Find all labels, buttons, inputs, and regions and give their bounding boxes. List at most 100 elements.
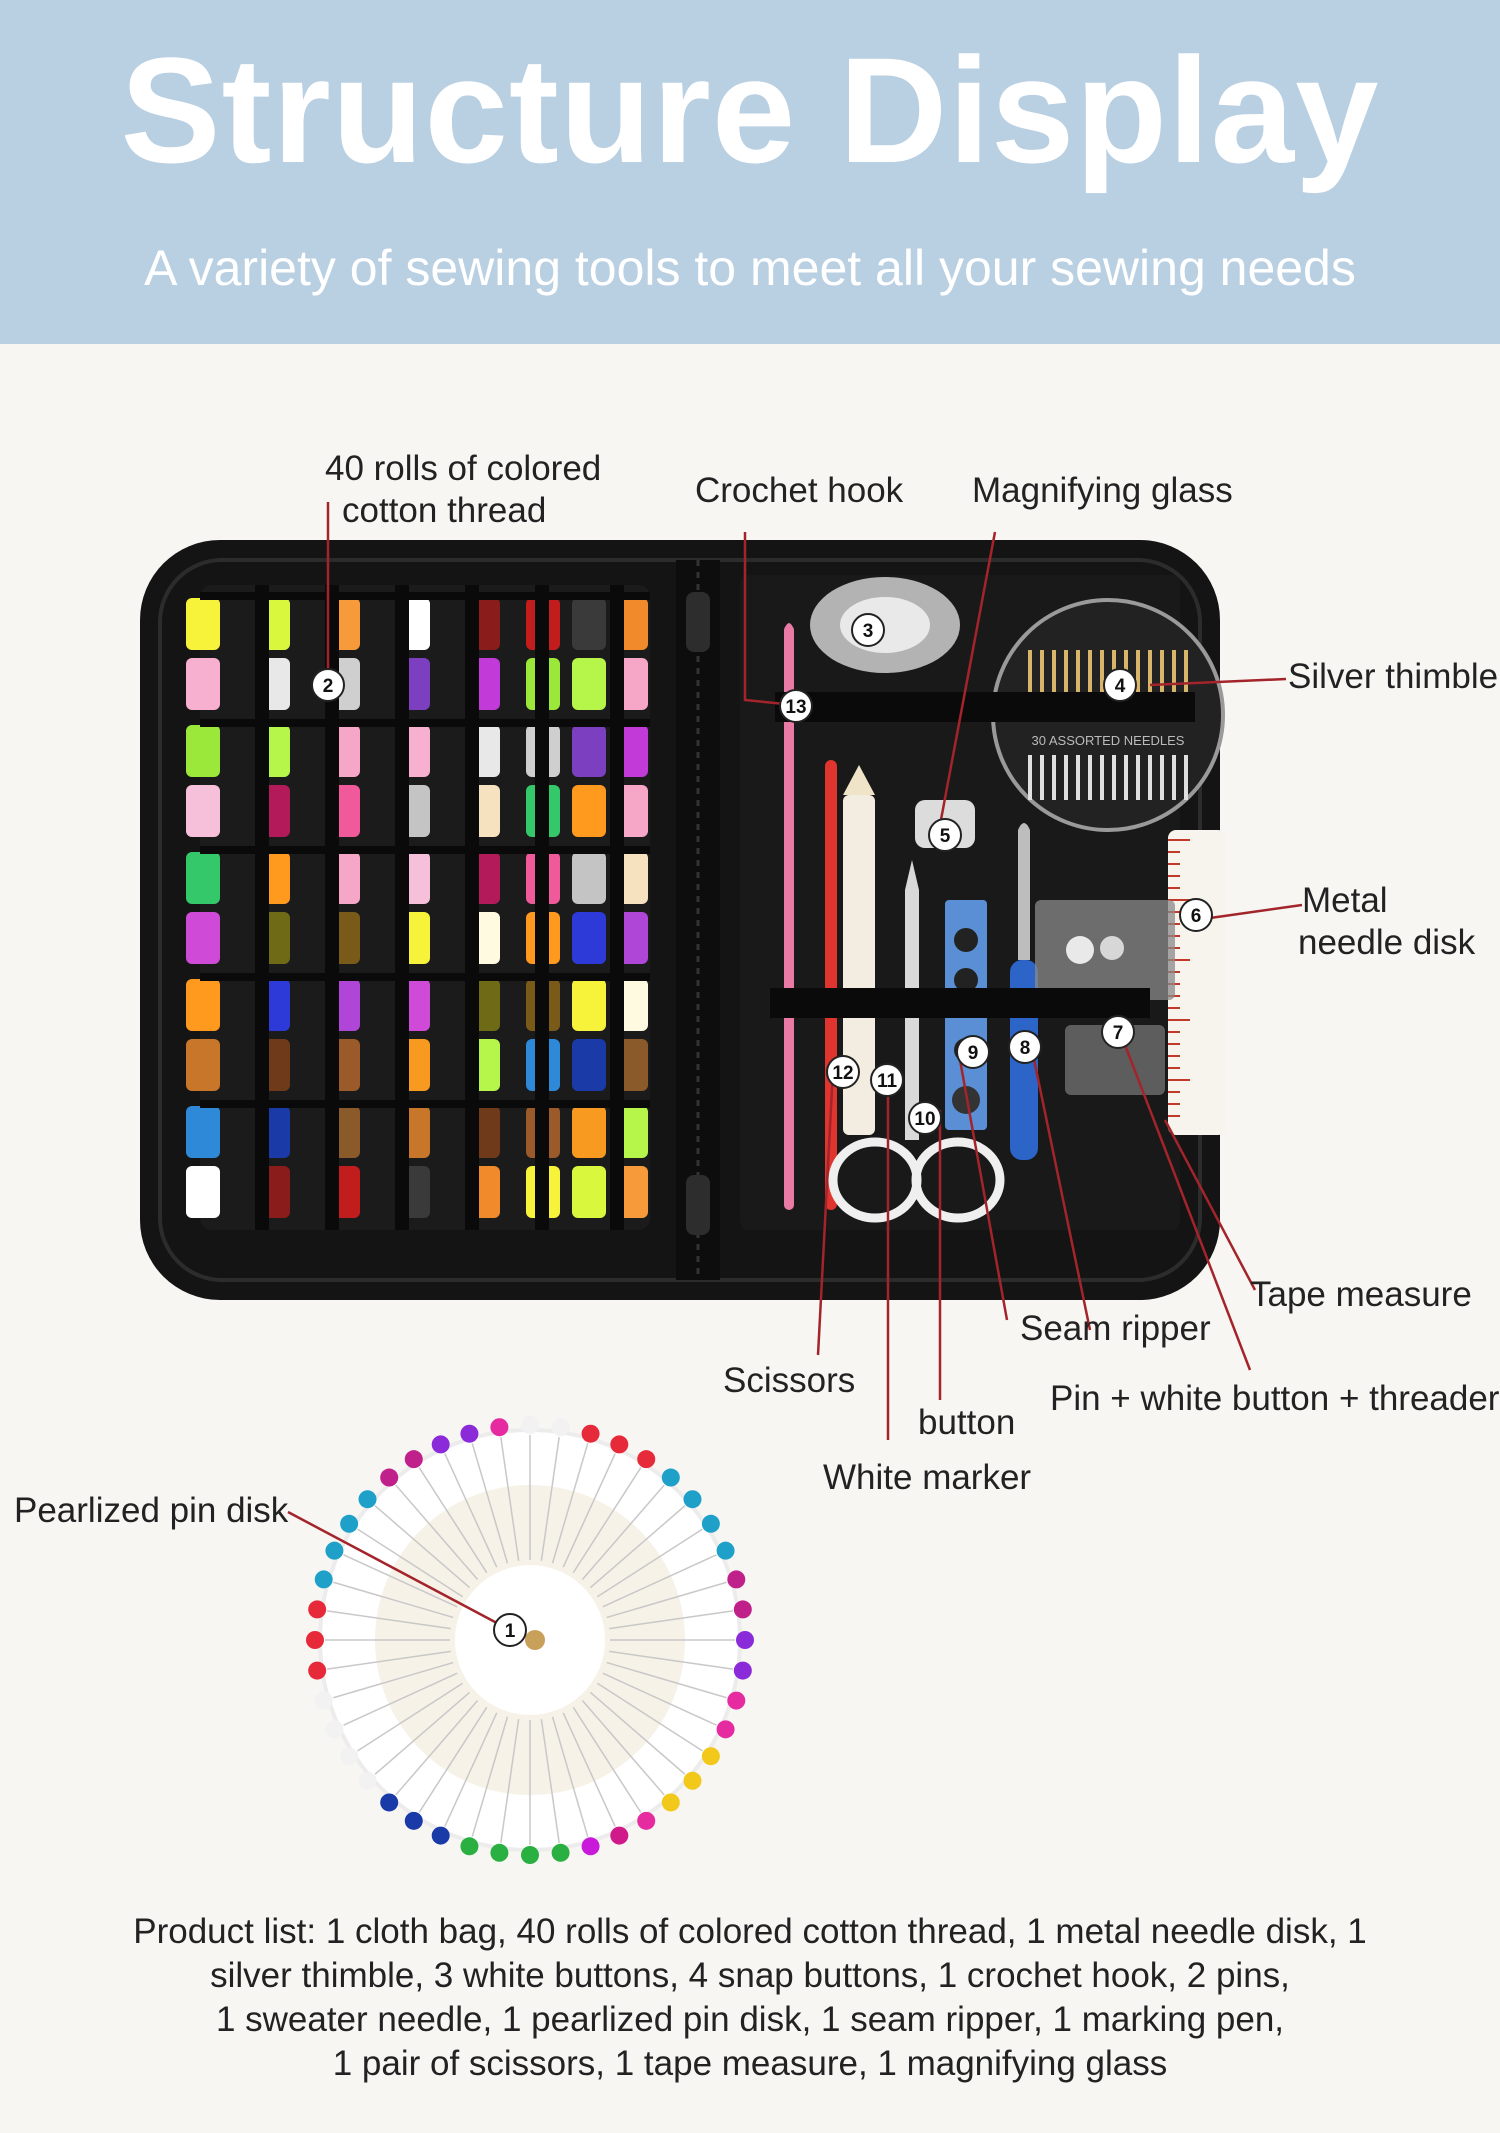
pin-shaft xyxy=(500,1436,520,1561)
pin-shaft xyxy=(551,1443,589,1564)
pin-head xyxy=(404,1811,423,1830)
pin-head xyxy=(431,1826,450,1845)
marker-3: 3 xyxy=(851,613,885,647)
pin-head xyxy=(610,1435,629,1454)
pin-head xyxy=(521,1416,539,1434)
thread-spool xyxy=(572,1106,606,1158)
pin-head xyxy=(460,1424,479,1443)
thread-spool xyxy=(572,658,606,710)
pin-shaft xyxy=(602,1554,717,1608)
pin-shaft xyxy=(471,1716,509,1837)
pin-head xyxy=(661,1468,680,1487)
sweater-needle xyxy=(825,760,837,1210)
thread-spool xyxy=(186,912,220,964)
needle xyxy=(1076,650,1080,705)
pin-head xyxy=(404,1450,423,1469)
pin-head xyxy=(733,1661,752,1680)
pin-shaft xyxy=(395,1699,479,1796)
marker-4: 4 xyxy=(1103,668,1137,702)
pin-button-pack xyxy=(1035,900,1175,1095)
pin-head xyxy=(490,1843,509,1862)
elastic-band xyxy=(535,585,549,1230)
pin-head xyxy=(581,1424,600,1443)
header-banner: Structure Display A variety of sewing to… xyxy=(0,0,1500,344)
pin-shaft xyxy=(444,1453,498,1568)
pin-head xyxy=(521,1846,539,1864)
thread-spool xyxy=(572,852,606,904)
elastic-band xyxy=(200,592,650,600)
pin-head xyxy=(490,1418,509,1437)
elastic-strap-bottom xyxy=(770,988,1150,1018)
needle xyxy=(1148,650,1152,705)
needle xyxy=(1088,755,1092,800)
needle xyxy=(1172,755,1176,800)
elastic-band xyxy=(610,585,624,1230)
needle xyxy=(1124,755,1128,800)
pin-head xyxy=(551,1418,570,1437)
pin-head xyxy=(683,1490,702,1509)
pin-head xyxy=(306,1631,324,1649)
elastic-band xyxy=(200,719,650,727)
marker-number: 12 xyxy=(832,1063,853,1084)
pin-head xyxy=(460,1837,479,1856)
pin-shaft xyxy=(444,1712,498,1827)
pin-shaft xyxy=(500,1719,520,1844)
product-list-line: 1 pair of scissors, 1 tape measure, 1 ma… xyxy=(332,2044,1168,2083)
pin-shaft xyxy=(374,1505,471,1589)
thread-spool xyxy=(572,785,606,837)
pin-head xyxy=(340,1514,359,1533)
marker-6: 6 xyxy=(1179,898,1213,932)
marker-number: 5 xyxy=(940,826,951,847)
marker-number: 3 xyxy=(863,621,874,642)
label-silver-thimble: Silver thimble xyxy=(1288,657,1499,696)
pin-head xyxy=(716,1720,735,1739)
pin-shaft xyxy=(596,1528,703,1598)
needle xyxy=(1112,755,1116,800)
marker-number: 10 xyxy=(914,1109,935,1130)
needle xyxy=(1100,650,1104,705)
elastic-band xyxy=(200,846,650,854)
pin-head xyxy=(380,1793,399,1812)
pin-shaft xyxy=(357,1528,464,1598)
pin-shaft xyxy=(609,1650,734,1670)
thread-spool xyxy=(186,1039,220,1091)
marker-number: 4 xyxy=(1115,676,1126,697)
thread-spools xyxy=(186,585,650,1230)
thread-spool xyxy=(572,912,606,964)
needle xyxy=(1184,650,1188,705)
elastic-band xyxy=(200,1100,650,1108)
pin-head xyxy=(701,1747,720,1766)
label-pearlized-pin-disk: Pearlized pin disk xyxy=(14,1491,289,1530)
marker-7: 7 xyxy=(1101,1015,1135,1049)
zipper xyxy=(676,560,720,1280)
needle xyxy=(1040,650,1044,705)
pin-shaft xyxy=(326,1610,451,1630)
pin-head xyxy=(358,1771,377,1790)
thread-spool xyxy=(572,1166,606,1218)
pin-shaft xyxy=(343,1672,458,1726)
needle xyxy=(1064,650,1068,705)
pin-shaft xyxy=(562,1712,616,1827)
pin-head xyxy=(661,1793,680,1812)
magnifying-glass xyxy=(810,577,960,673)
pin-head xyxy=(325,1720,344,1739)
marker-number: 1 xyxy=(505,1621,516,1642)
elastic-band xyxy=(255,585,269,1230)
thread-spool xyxy=(186,1106,220,1158)
marker-11: 11 xyxy=(870,1063,904,1097)
pin-head xyxy=(683,1771,702,1790)
page-subtitle: A variety of sewing tools to meet all yo… xyxy=(144,240,1356,296)
pin-head xyxy=(551,1843,570,1862)
thread-spool xyxy=(186,658,220,710)
pin-shaft xyxy=(589,1691,686,1775)
leader-lines xyxy=(287,502,1303,1632)
marker-5: 5 xyxy=(928,818,962,852)
needle xyxy=(1028,755,1032,800)
label-button: button xyxy=(918,1403,1016,1442)
pin-head xyxy=(637,1450,656,1469)
elastic-band xyxy=(200,973,650,981)
needle xyxy=(1136,755,1140,800)
pin-head xyxy=(610,1826,629,1845)
pin-shaft xyxy=(333,1581,454,1619)
page-title: Structure Display xyxy=(120,26,1380,194)
